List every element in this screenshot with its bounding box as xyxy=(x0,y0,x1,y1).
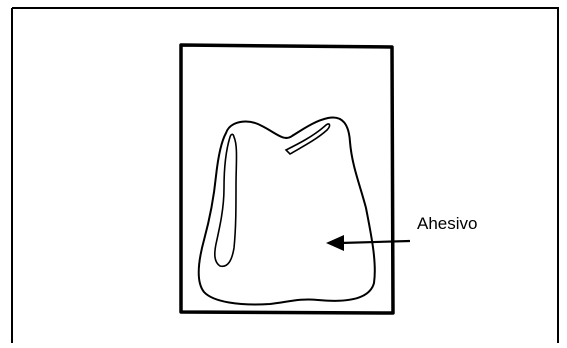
adhesive-label: Ahesivo xyxy=(417,214,477,234)
inner-contour xyxy=(215,134,237,266)
rectangular-pad xyxy=(181,45,393,313)
tooth-outline xyxy=(199,117,375,304)
arrow-shaft xyxy=(340,241,410,243)
inner-contour-cusp xyxy=(286,124,330,154)
outer-frame xyxy=(12,8,558,343)
arrow-head xyxy=(326,235,344,251)
